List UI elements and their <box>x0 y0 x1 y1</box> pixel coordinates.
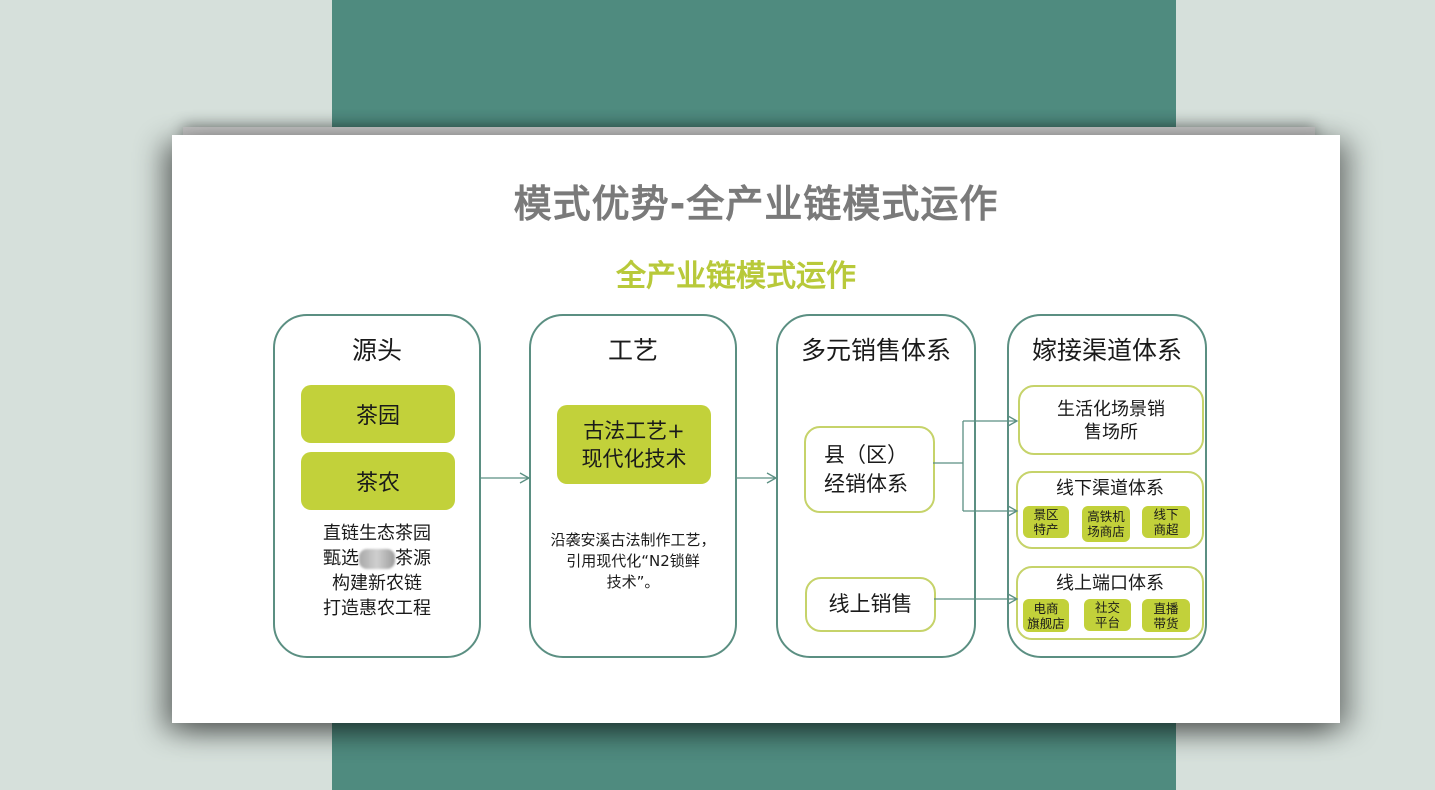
group-offline-channels: 线下渠道体系 景区特产 高铁机场商店 线下商超 <box>1016 471 1204 549</box>
column-title: 源头 <box>351 336 402 365</box>
group-title: 线下渠道体系 <box>1056 478 1164 499</box>
column-channels: 嫁接渠道体系 生活化场景销 售场所 线下渠道体系 景区特产 高铁机场商店 线下商… <box>1007 314 1207 658</box>
slide-subtitle: 全产业链模式运作 <box>616 259 856 294</box>
group-online-channels: 线上端口体系 电商旗舰店 社交平台 直播带货 <box>1016 566 1204 640</box>
group-title: 线上端口体系 <box>1056 573 1164 594</box>
source-description: 直链生态茶园 甄选茶源 构建新农链 打造惠农工程 <box>323 523 431 619</box>
item-offline-supermarket: 线下商超 <box>1142 506 1190 538</box>
box-craft-technology: 古法工艺+ 现代化技术 <box>557 405 711 484</box>
column-title: 工艺 <box>607 336 658 365</box>
item-social-platform: 社交平台 <box>1084 599 1131 631</box>
column-sales: 多元销售体系 县（区） 经销体系 线上销售 <box>776 314 976 658</box>
box-online-sales: 线上销售 <box>805 577 936 632</box>
item-rail-airport-shops: 高铁机场商店 <box>1082 506 1130 542</box>
slide-title: 模式优势-全产业链模式运作 <box>513 182 999 226</box>
item-livestream-sales: 直播带货 <box>1142 599 1190 632</box>
item-ecommerce-flagship: 电商旗舰店 <box>1023 599 1069 632</box>
slide: 模式优势-全产业链模式运作 全产业链模式运作 源头 茶园 茶农 直链生态茶园 甄… <box>172 135 1340 723</box>
column-source: 源头 茶园 茶农 直链生态茶园 甄选茶源 构建新农链 打造惠农工程 <box>273 314 481 658</box>
connector-arrows <box>481 415 1019 605</box>
box-county-distribution: 县（区） 经销体系 <box>804 426 935 513</box>
column-title: 多元销售体系 <box>800 336 951 365</box>
column-title: 嫁接渠道体系 <box>1031 336 1182 365</box>
group-lifestyle-venues: 生活化场景销 售场所 <box>1018 385 1204 455</box>
redacted-blur <box>359 549 395 569</box>
craft-description: 沿袭安溪古法制作工艺， 引用现代化“N2锁鲜 技术”。 <box>550 531 716 591</box>
item-scenic-specialty: 景区特产 <box>1023 506 1069 538</box>
box-tea-farmer: 茶农 <box>301 452 455 510</box>
box-tea-garden: 茶园 <box>301 385 455 443</box>
column-craft: 工艺 古法工艺+ 现代化技术 沿袭安溪古法制作工艺， 引用现代化“N2锁鲜 技术… <box>529 314 737 658</box>
